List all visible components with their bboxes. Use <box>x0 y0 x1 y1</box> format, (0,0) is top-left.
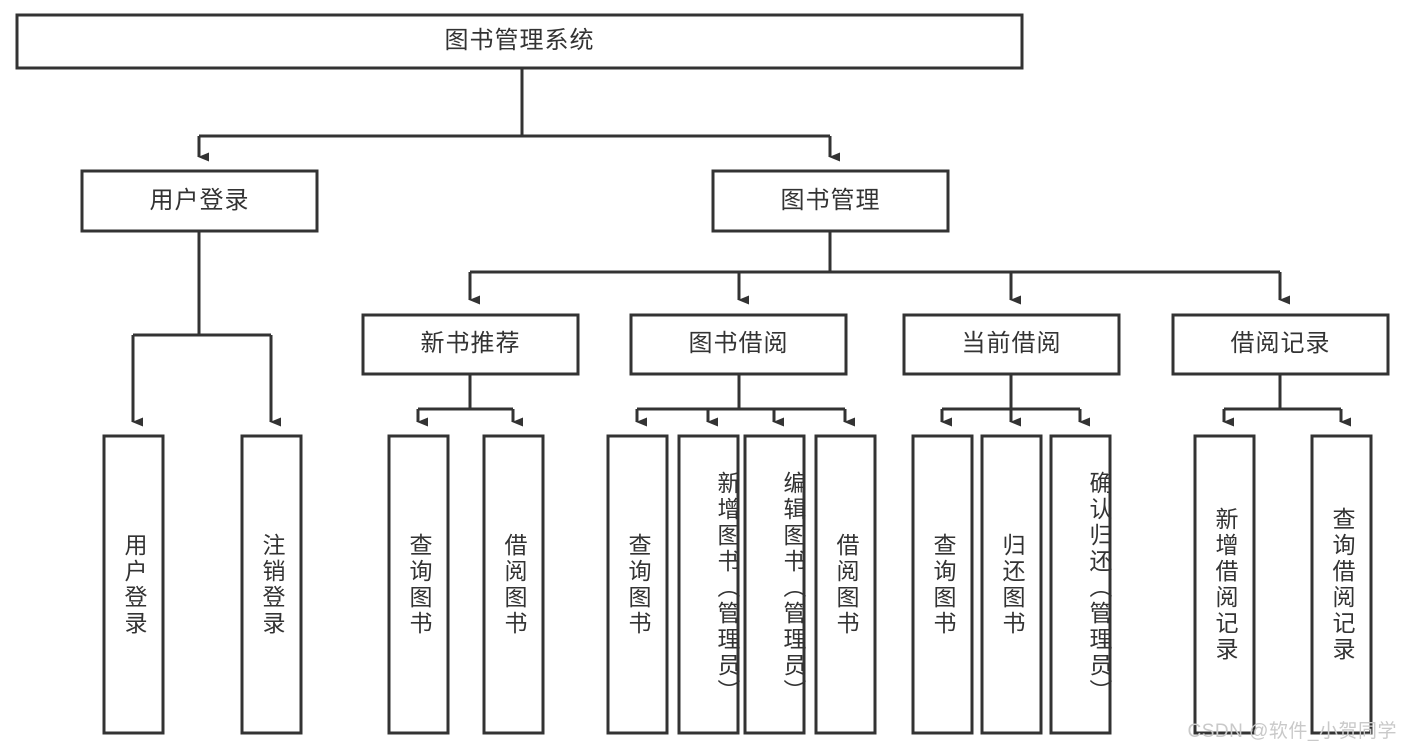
connector-user-login-bus <box>133 231 271 337</box>
node-box-leaf-query-book-3[interactable] <box>911 434 974 735</box>
node-box-leaf-return-book[interactable] <box>980 434 1043 735</box>
node-box-user-login[interactable] <box>80 169 319 233</box>
node-box-leaf-borrow-book-1[interactable] <box>482 434 545 735</box>
node-box-leaf-user-login[interactable] <box>102 434 165 735</box>
node-box-root[interactable] <box>15 13 1024 70</box>
connector-current-borrow-bus <box>942 374 1080 411</box>
connector-book-manage-bus <box>470 231 1280 274</box>
node-box-leaf-edit-book[interactable] <box>743 434 806 735</box>
node-box-leaf-borrow-book-2[interactable] <box>814 434 877 735</box>
node-box-borrow-record[interactable] <box>1171 313 1390 376</box>
node-box-new-book-recommend[interactable] <box>361 313 580 376</box>
node-box-leaf-add-record[interactable] <box>1193 434 1256 735</box>
node-box-leaf-query-book-2[interactable] <box>606 434 669 735</box>
node-box-book-borrow[interactable] <box>629 313 848 376</box>
connector-borrow-record-bus <box>1224 374 1341 411</box>
node-box-leaf-add-book[interactable] <box>677 434 740 735</box>
node-box-current-borrow[interactable] <box>902 313 1121 376</box>
connector-root-bus <box>199 68 830 138</box>
watermark-text: CSDN @软件_小贺同学 <box>1187 721 1397 742</box>
node-box-book-manage[interactable] <box>711 169 950 233</box>
node-box-leaf-confirm-return[interactable] <box>1049 434 1112 735</box>
connector-book-borrow-bus <box>637 374 845 411</box>
node-box-leaf-logout[interactable] <box>240 434 303 735</box>
node-box-leaf-query-record[interactable] <box>1310 434 1373 735</box>
node-box-leaf-query-book-1[interactable] <box>387 434 450 735</box>
connector-new-book-bus <box>418 374 513 411</box>
